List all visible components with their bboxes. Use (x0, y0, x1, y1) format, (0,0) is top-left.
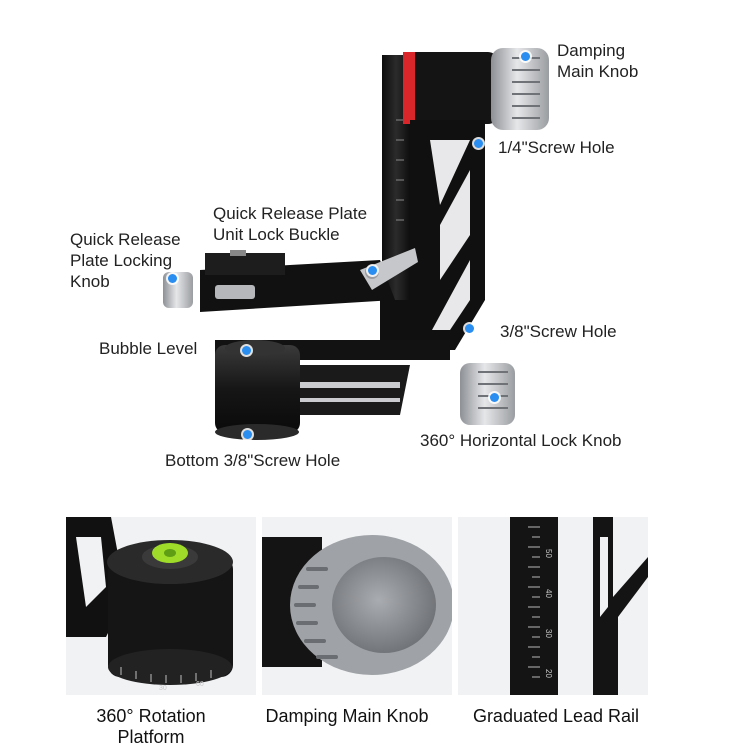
label-bottom-screw-hole: Bottom 3/8"Screw Hole (165, 451, 341, 470)
rotation-platform-photo: 30 60 (66, 517, 233, 692)
callout-dot-bottom-screw-hole (243, 430, 252, 439)
gimbal-head-photo (163, 48, 549, 440)
rail-scale-50: 50 (544, 549, 553, 558)
callout-dot-damping-knob (521, 52, 530, 61)
callout-dot-three-eighths-screw-hole (465, 324, 474, 333)
label-three-eighths-screw-hole: 3/8"Screw Hole (500, 322, 617, 341)
damping-knob-photo (262, 535, 452, 675)
base-scale-label-2: 60 (196, 681, 204, 688)
label-damping-main-knob: Damping Main Knob (557, 41, 639, 81)
label-qr-plate-unit-lock-buckle: Quick Release Plate Unit Lock Buckle (213, 204, 368, 244)
detail-graduated-rail: 50 40 30 20 (458, 517, 648, 695)
label-horizontal-lock-knob: 360° Horizontal Lock Knob (420, 431, 622, 450)
callout-dot-qr-locking-knob (168, 274, 177, 283)
rail-scale-30: 30 (544, 629, 553, 638)
caption-graduated-lead-rail: Graduated Lead Rail (472, 706, 640, 726)
detail-rotation-platform: 30 60 (66, 517, 256, 695)
base-scale-label-1: 30 (159, 685, 167, 692)
callout-dot-quarter-screw-hole (474, 139, 483, 148)
rail-scale-40: 40 (544, 589, 553, 598)
label-bubble-level: Bubble Level (99, 339, 198, 358)
caption-damping-main-knob: Damping Main Knob (265, 706, 429, 726)
caption-rotation-platform: 360° Rotation Platform (96, 706, 206, 747)
rail-scale-20: 20 (544, 669, 553, 678)
graduated-rail-photo: 50 40 30 20 (510, 517, 648, 695)
detail-damping-knob (262, 517, 452, 695)
callout-dot-bubble-level (242, 346, 251, 355)
callout-dot-lock-buckle (368, 266, 377, 275)
label-quarter-screw-hole: 1/4"Screw Hole (498, 138, 615, 157)
callout-dot-horizontal-lock-knob (490, 393, 499, 402)
label-qr-plate-locking-knob: Quick Release Plate Locking Knob (70, 230, 181, 291)
